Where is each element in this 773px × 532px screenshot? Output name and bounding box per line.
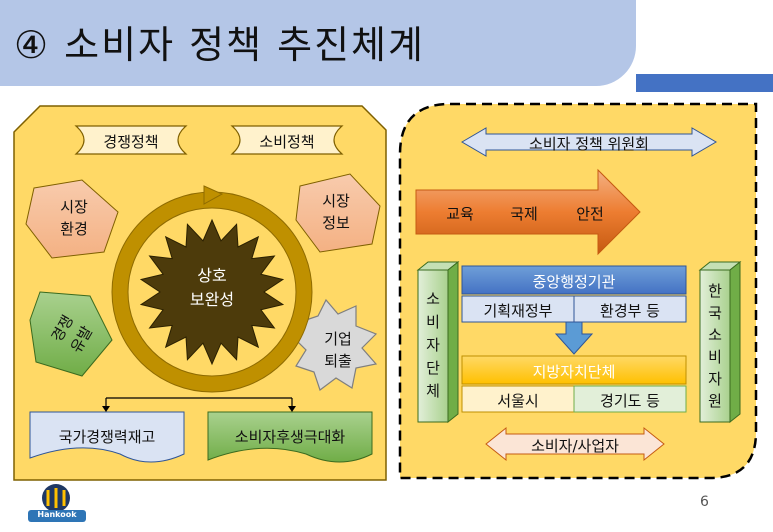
pillar-left-char: 비 xyxy=(426,313,440,331)
pentagon-market-info-line2: 정보 xyxy=(322,214,350,232)
arrow-item-safety: 안전 xyxy=(576,205,604,223)
scroll-consumer-policy xyxy=(230,125,344,155)
scroll-consumer-policy-label: 소비정책 xyxy=(259,133,315,151)
pillar-consumer-groups-label: 소 비 자 단 체 xyxy=(418,288,448,403)
pillar-right-char: 비 xyxy=(708,348,722,366)
bottom-box-national-competitiveness xyxy=(29,411,185,463)
pentagon-market-env-label: 시장 환경 xyxy=(44,196,104,240)
pillar-left-char: 자 xyxy=(426,336,440,354)
pentagon-market-info-label: 시장 정보 xyxy=(306,190,366,234)
page-title: ④ 소비자 정책 추진체계 xyxy=(14,23,425,67)
bottom-box-consumer-welfare-label: 소비자후생극대화 xyxy=(234,428,346,446)
page-number: 6 xyxy=(700,494,709,510)
star-company-exit-line1: 기업 xyxy=(324,330,352,348)
star-company-exit-line2: 퇴출 xyxy=(324,352,352,370)
pillar-left-char: 소 xyxy=(426,290,440,308)
local-gov-sub-right-label: 경기도 등 xyxy=(600,392,660,410)
central-gov-sub-right-label: 환경부 등 xyxy=(600,302,660,320)
pentagon-market-env-line1: 시장 xyxy=(60,198,88,216)
committee-double-arrow xyxy=(461,127,717,157)
star-company-exit xyxy=(291,298,378,391)
pentagon-competition xyxy=(29,291,113,377)
title-bar xyxy=(0,0,636,86)
center-star-line2: 보완성 xyxy=(189,290,235,309)
pillar-right-char: 한 xyxy=(708,282,722,300)
ring-arrow-head xyxy=(203,185,224,205)
local-gov-sub-right xyxy=(573,385,687,413)
local-gov-sub-left xyxy=(461,385,575,413)
local-gov-label: 지방자치단체 xyxy=(532,363,616,381)
pentagon-market-info xyxy=(295,173,381,253)
pillar-right-char: 소 xyxy=(708,326,722,344)
central-gov-sub-left xyxy=(461,295,575,323)
bottom-box-national-competitiveness-label: 국가경쟁력재고 xyxy=(58,428,156,446)
arrow-item-international: 국제 xyxy=(510,205,538,223)
logo xyxy=(28,484,86,522)
bottom-double-arrow xyxy=(485,426,665,462)
committee-label: 소비자 정책 위원회 xyxy=(529,135,649,153)
pillar-left-char: 체 xyxy=(426,382,440,400)
pillar-consumer-groups xyxy=(417,269,449,423)
star-company-exit-label: 기업 퇴출 xyxy=(310,328,366,372)
pillar-right-char: 원 xyxy=(708,392,722,410)
central-gov-label: 중앙행정기관 xyxy=(532,273,616,291)
orange-arrow xyxy=(415,168,641,256)
down-arrow xyxy=(554,321,594,355)
title-accent-strip xyxy=(636,74,773,92)
pentagon-market-info-line1: 시장 xyxy=(322,192,350,210)
pillar-left-char: 단 xyxy=(426,359,440,377)
bottom-box-consumer-welfare xyxy=(207,411,373,463)
central-gov-sub-left-label: 기획재정부 xyxy=(483,302,553,320)
central-gov-sub-right xyxy=(573,295,687,323)
pentagon-market-env xyxy=(25,179,119,259)
pentagon-market-env-line2: 환경 xyxy=(60,220,88,238)
pillar-korea-consumer-agency-label: 한 국 소 비 자 원 xyxy=(700,280,730,412)
scroll-competition-policy xyxy=(74,125,188,155)
center-star-line1: 상호 xyxy=(197,266,227,285)
pillar-right-char: 국 xyxy=(708,304,722,322)
local-gov-header xyxy=(461,355,687,385)
pillar-right-char: 자 xyxy=(708,370,722,388)
scroll-competition-policy-label: 경쟁정책 xyxy=(103,133,159,151)
local-gov-sub-left-label: 서울시 xyxy=(497,392,539,410)
logo-text: Hankook xyxy=(37,510,77,519)
pillar-korea-consumer-agency xyxy=(699,269,731,423)
center-star-label: 상호 보완성 xyxy=(172,264,252,312)
bottom-consumer-business-label: 소비자/사업자 xyxy=(531,437,619,455)
central-gov-header xyxy=(461,265,687,295)
arrow-item-education: 교육 xyxy=(446,205,474,223)
center-star xyxy=(139,218,285,366)
